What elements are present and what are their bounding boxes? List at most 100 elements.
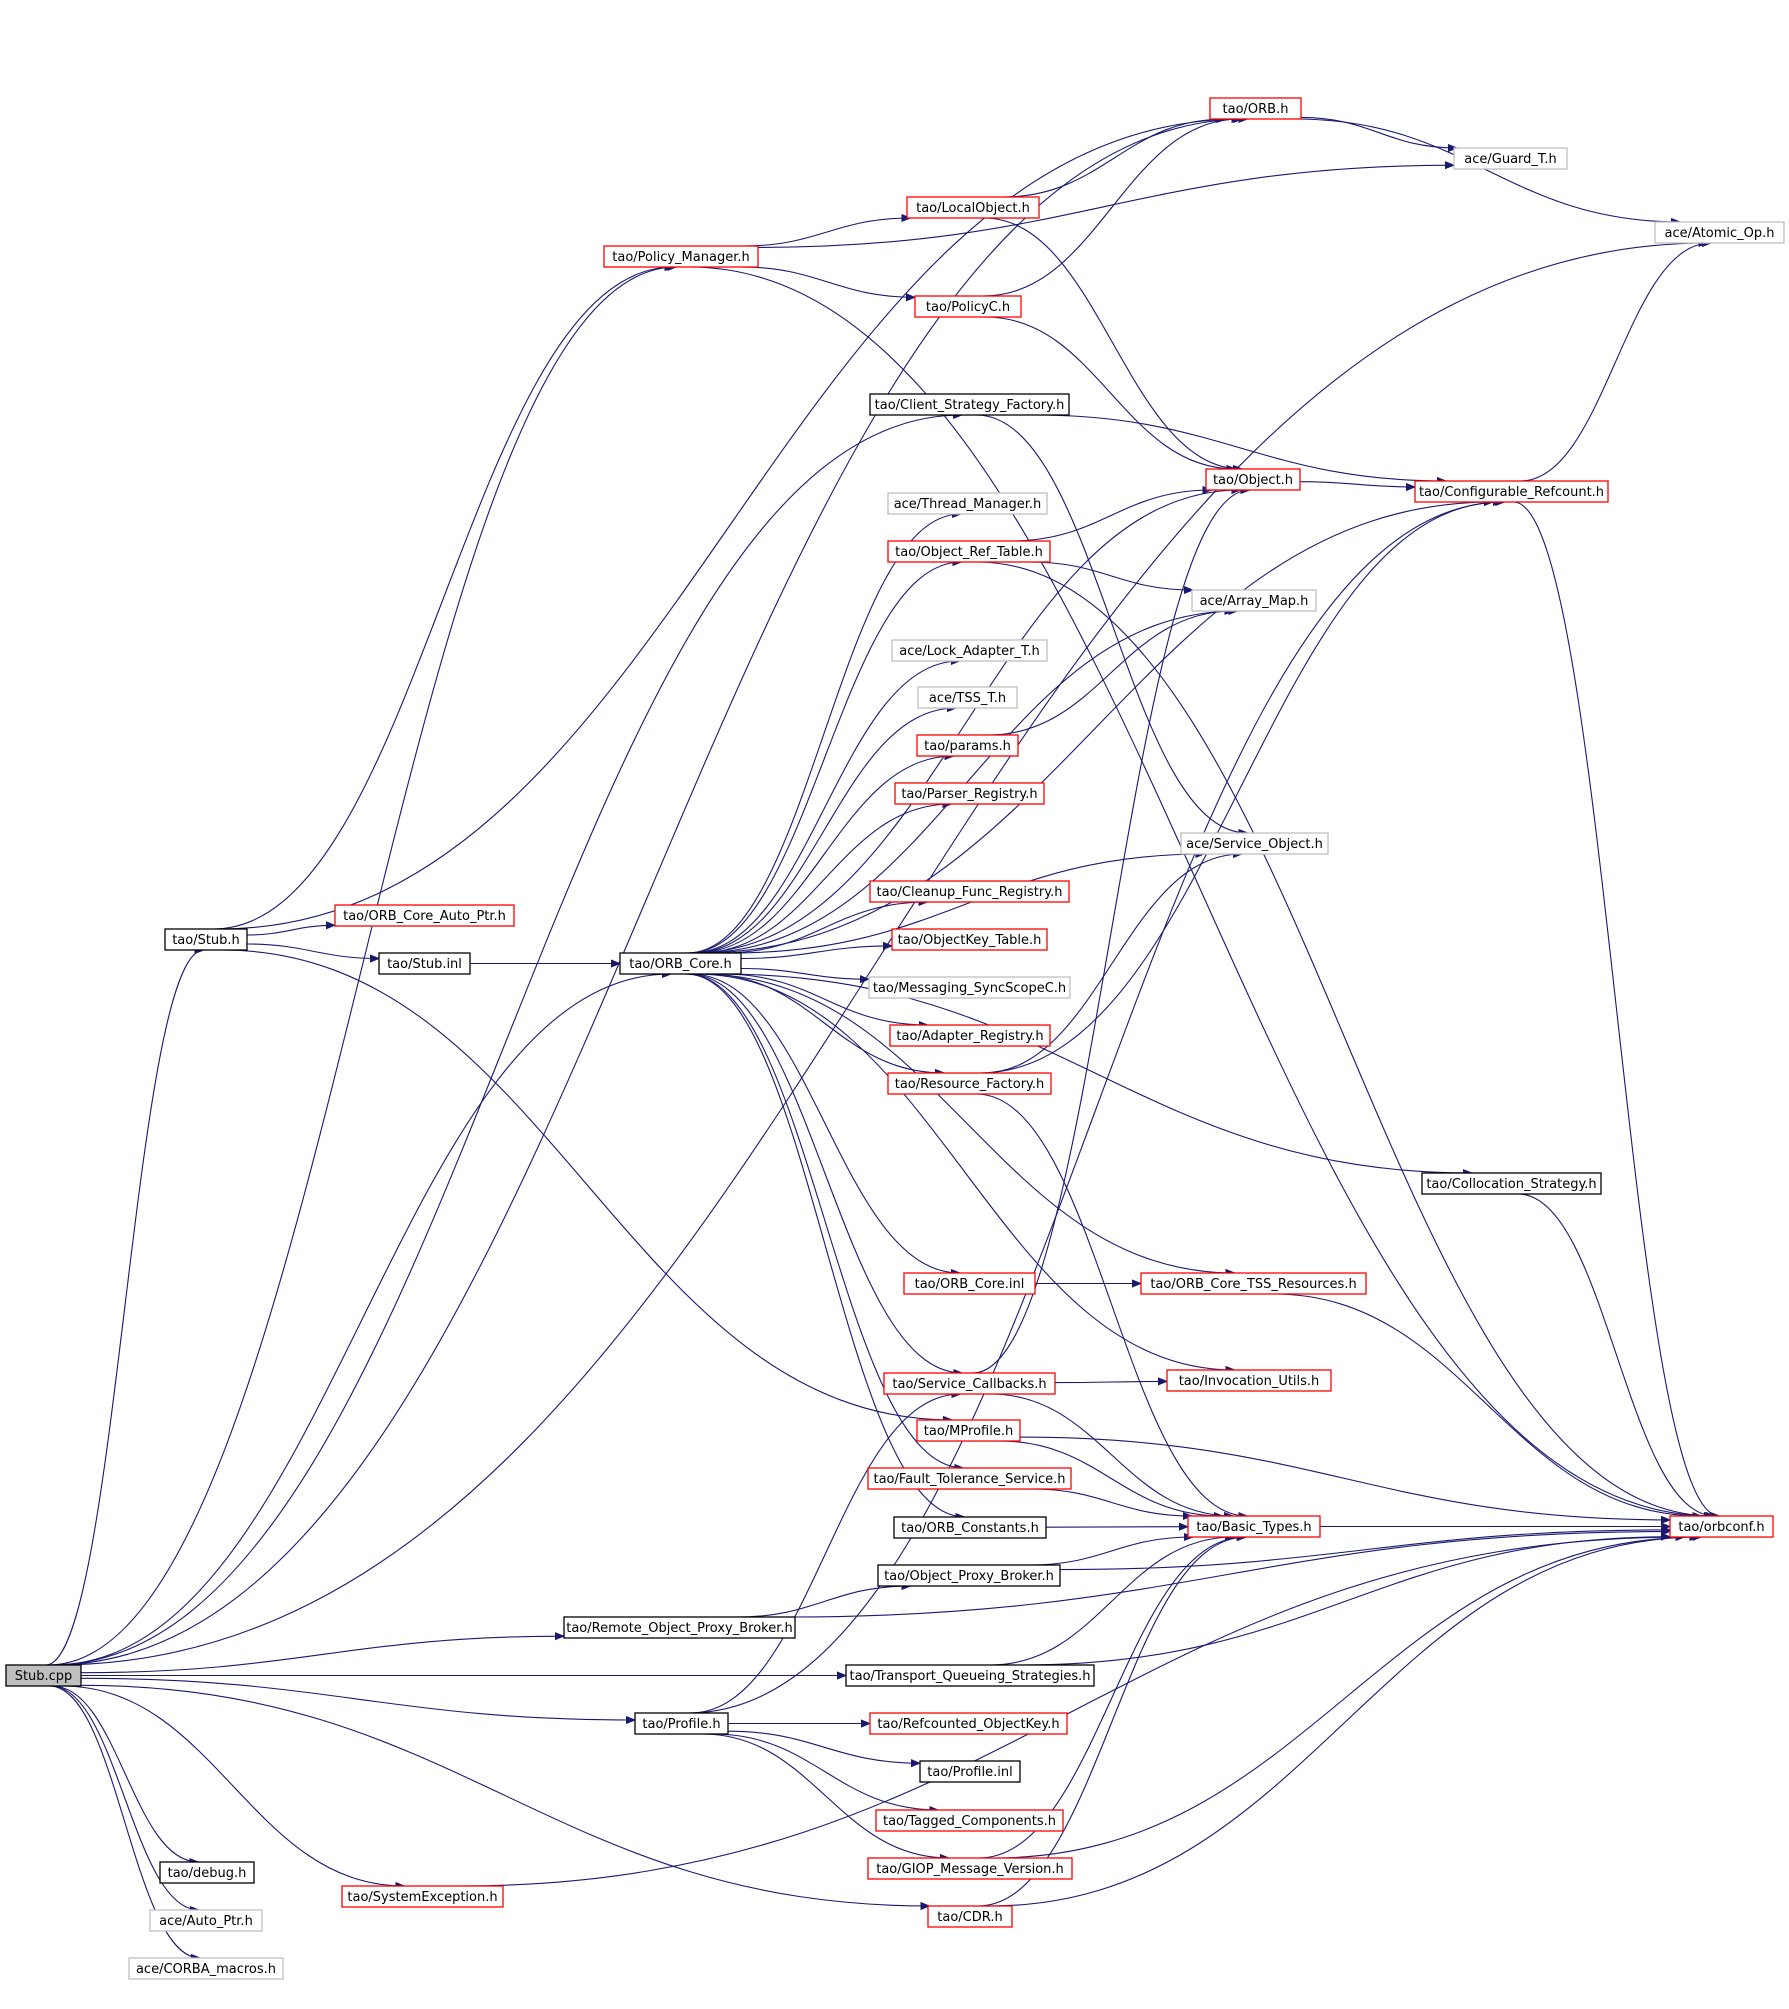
node-tao-cdr-h[interactable]: tao/CDR.h [927, 1905, 1013, 1928]
node-ace-tss-t-h[interactable]: ace/TSS_T.h [917, 686, 1018, 709]
node-tao-mprofile-h[interactable]: tao/MProfile.h [916, 1419, 1021, 1442]
node-tao-objectkey-table-h[interactable]: tao/ObjectKey_Table.h [891, 928, 1048, 951]
node-tao-orb-core-auto-ptr-h[interactable]: tao/ORB_Core_Auto_Ptr.h [334, 904, 515, 927]
edge-tao-policy-manager-h-to-tao-orbconf-h [689, 266, 1713, 1516]
node-tao-basic-types-h[interactable]: tao/Basic_Types.h [1187, 1515, 1321, 1538]
node-label-tao-localobject-h: tao/LocalObject.h [916, 201, 1030, 216]
node-tao-service-callbacks-h[interactable]: tao/Service_Callbacks.h [883, 1372, 1056, 1395]
node-tao-orb-core-inl[interactable]: tao/ORB_Core.inl [903, 1272, 1036, 1295]
node-label-stub-cpp: Stub.cpp [15, 1669, 73, 1684]
edge-tao-profile-h-to-tao-service-callbacks-h [690, 1394, 960, 1714]
node-tao-object-proxy-broker-h[interactable]: tao/Object_Proxy_Broker.h [877, 1564, 1061, 1587]
node-tao-systemexception-h[interactable]: tao/SystemException.h [341, 1885, 504, 1908]
node-label-tao-cdr-h: tao/CDR.h [937, 1910, 1002, 1925]
node-tao-client-strategy-factory-h[interactable]: tao/Client_Strategy_Factory.h [869, 393, 1070, 416]
edge-tao-orb-core-h-to-tao-cleanup-func-registry-h [722, 902, 928, 954]
node-tao-localobject-h[interactable]: tao/LocalObject.h [906, 196, 1040, 219]
node-box-tao-policy-manager-h [603, 245, 759, 268]
node-tao-orb-core-h[interactable]: tao/ORB_Core.h [619, 952, 742, 975]
edge-tao-collocation-strategy-h-to-tao-orbconf-h [1517, 1193, 1715, 1516]
node-box-ace-atomic-op-h [1654, 221, 1785, 244]
node-box-tao-orb-h [1209, 97, 1302, 120]
node-label-tao-objectkey-table-h: tao/ObjectKey_Table.h [898, 933, 1042, 948]
node-tao-profile-inl[interactable]: tao/Profile.inl [919, 1760, 1021, 1783]
node-box-tao-invocation-utils-h [1166, 1369, 1332, 1392]
node-label-tao-service-callbacks-h: tao/Service_Callbacks.h [892, 1377, 1046, 1392]
edge-tao-orb-core-h-to-ace-array-map-h [697, 611, 1237, 954]
node-box-ace-tss-t-h [917, 686, 1018, 709]
node-ace-thread-manager-h[interactable]: ace/Thread_Manager.h [887, 492, 1048, 515]
node-ace-lock-adapter-t-h[interactable]: ace/Lock_Adapter_T.h [891, 639, 1048, 662]
node-tao-refcounted-objectkey-h[interactable]: tao/Refcounted_ObjectKey.h [869, 1712, 1068, 1735]
node-box-tao-adapter-registry-h [889, 1024, 1051, 1047]
edge-tao-profile-h-to-tao-configurable-refcount-h [688, 502, 1505, 1714]
node-tao-transport-queueing-strategies-h[interactable]: tao/Transport_Queueing_Strategies.h [845, 1664, 1095, 1687]
node-tao-policyc-h[interactable]: tao/PolicyC.h [914, 295, 1022, 318]
node-box-tao-stub-inl [378, 952, 471, 975]
node-ace-corba-macros-h[interactable]: ace/CORBA_macros.h [128, 1957, 284, 1980]
node-label-ace-auto-ptr-h: ace/Auto_Ptr.h [159, 1914, 253, 1929]
node-tao-orb-constants-h[interactable]: tao/ORB_Constants.h [893, 1516, 1047, 1539]
edge-tao-stub-h-to-tao-orb-core-auto-ptr-h [246, 925, 335, 936]
edge-tao-orb-core-h-to-tao-object-ref-table-h [687, 562, 962, 954]
node-tao-stub-inl[interactable]: tao/Stub.inl [378, 952, 471, 975]
node-tao-orb-core-tss-resources-h[interactable]: tao/ORB_Core_TSS_Resources.h [1140, 1272, 1367, 1295]
node-ace-atomic-op-h[interactable]: ace/Atomic_Op.h [1654, 221, 1785, 244]
node-box-tao-objectkey-table-h [891, 928, 1048, 951]
node-ace-service-object-h[interactable]: ace/Service_Object.h [1180, 832, 1329, 855]
node-tao-parser-registry-h[interactable]: tao/Parser_Registry.h [894, 782, 1045, 805]
node-tao-fault-tolerance-service-h[interactable]: tao/Fault_Tolerance_Service.h [867, 1467, 1072, 1490]
node-tao-stub-h[interactable]: tao/Stub.h [164, 928, 248, 951]
edge-tao-orb-h-to-ace-guard-t-h [1300, 116, 1457, 148]
node-tao-params-h[interactable]: tao/params.h [916, 734, 1019, 757]
node-box-tao-orb-core-h [619, 952, 742, 975]
node-box-tao-giop-message-version-h [867, 1857, 1073, 1880]
node-label-tao-orb-core-h: tao/ORB_Core.h [629, 957, 732, 972]
node-label-ace-array-map-h: ace/Array_Map.h [1200, 594, 1309, 609]
node-tao-object-ref-table-h[interactable]: tao/Object_Ref_Table.h [887, 540, 1051, 563]
node-tao-giop-message-version-h[interactable]: tao/GIOP_Message_Version.h [867, 1857, 1073, 1880]
node-label-ace-thread-manager-h: ace/Thread_Manager.h [894, 497, 1042, 512]
edge-tao-service-callbacks-h-to-tao-invocation-utils-h [1054, 1381, 1167, 1382]
node-box-tao-localobject-h [906, 196, 1040, 219]
edge-stub-cpp-to-tao-cdr-h [80, 1684, 930, 1906]
node-tao-configurable-refcount-h[interactable]: tao/Configurable_Refcount.h [1414, 480, 1609, 503]
node-box-tao-transport-queueing-strategies-h [845, 1664, 1095, 1687]
node-tao-orb-h[interactable]: tao/ORB.h [1209, 97, 1302, 120]
edge-tao-orb-h-to-ace-atomic-op-h [1294, 118, 1680, 222]
node-tao-object-h[interactable]: tao/Object.h [1205, 468, 1301, 491]
node-tao-remote-object-proxy-broker-h[interactable]: tao/Remote_Object_Proxy_Broker.h [563, 1616, 796, 1639]
node-ace-auto-ptr-h[interactable]: ace/Auto_Ptr.h [149, 1909, 263, 1932]
node-ace-guard-t-h[interactable]: ace/Guard_T.h [1453, 147, 1568, 170]
node-tao-collocation-strategy-h[interactable]: tao/Collocation_Strategy.h [1421, 1172, 1602, 1195]
node-label-tao-orb-constants-h: tao/ORB_Constants.h [901, 1521, 1039, 1536]
node-label-tao-collocation-strategy-h: tao/Collocation_Strategy.h [1426, 1177, 1596, 1192]
edge-stub-cpp-to-tao-orb-core-h [52, 974, 671, 1666]
node-tao-policy-manager-h[interactable]: tao/Policy_Manager.h [603, 245, 759, 268]
node-tao-tagged-components-h[interactable]: tao/Tagged_Components.h [875, 1809, 1064, 1832]
edge-tao-policy-manager-h-to-tao-policyc-h [741, 266, 915, 297]
node-box-tao-orb-core-tss-resources-h [1140, 1272, 1367, 1295]
node-ace-array-map-h[interactable]: ace/Array_Map.h [1191, 589, 1317, 612]
node-label-tao-profile-inl: tao/Profile.inl [927, 1765, 1012, 1780]
node-stub-cpp[interactable]: Stub.cpp [5, 1664, 82, 1687]
node-label-tao-parser-registry-h: tao/Parser_Registry.h [901, 787, 1037, 802]
node-box-tao-policyc-h [914, 295, 1022, 318]
node-tao-profile-h[interactable]: tao/Profile.h [634, 1712, 729, 1735]
node-tao-debug-h[interactable]: tao/debug.h [159, 1861, 255, 1884]
edge-tao-resource-factory-h-to-ace-service-object-h [981, 854, 1242, 1074]
node-box-tao-systemexception-h [341, 1885, 504, 1908]
node-label-tao-policyc-h: tao/PolicyC.h [926, 300, 1010, 315]
node-label-tao-fault-tolerance-service-h: tao/Fault_Tolerance_Service.h [873, 1472, 1065, 1487]
node-tao-messaging-syncscopec-h[interactable]: tao/Messaging_SyncScopeC.h [868, 976, 1071, 999]
edge-tao-cdr-h-to-tao-orbconf-h [990, 1537, 1701, 1907]
node-tao-resource-factory-h[interactable]: tao/Resource_Factory.h [887, 1072, 1052, 1095]
node-tao-adapter-registry-h[interactable]: tao/Adapter_Registry.h [889, 1024, 1051, 1047]
node-label-tao-orb-core-tss-resources-h: tao/ORB_Core_TSS_Resources.h [1150, 1277, 1356, 1292]
node-tao-invocation-utils-h[interactable]: tao/Invocation_Utils.h [1166, 1369, 1332, 1392]
edge-stub-cpp-to-tao-systemexception-h [61, 1685, 405, 1886]
edge-tao-stub-h-to-tao-mprofile-h [222, 949, 952, 1420]
node-tao-cleanup-func-registry-h[interactable]: tao/Cleanup_Func_Registry.h [869, 880, 1070, 903]
node-tao-orbconf-h[interactable]: tao/orbconf.h [1669, 1515, 1774, 1538]
